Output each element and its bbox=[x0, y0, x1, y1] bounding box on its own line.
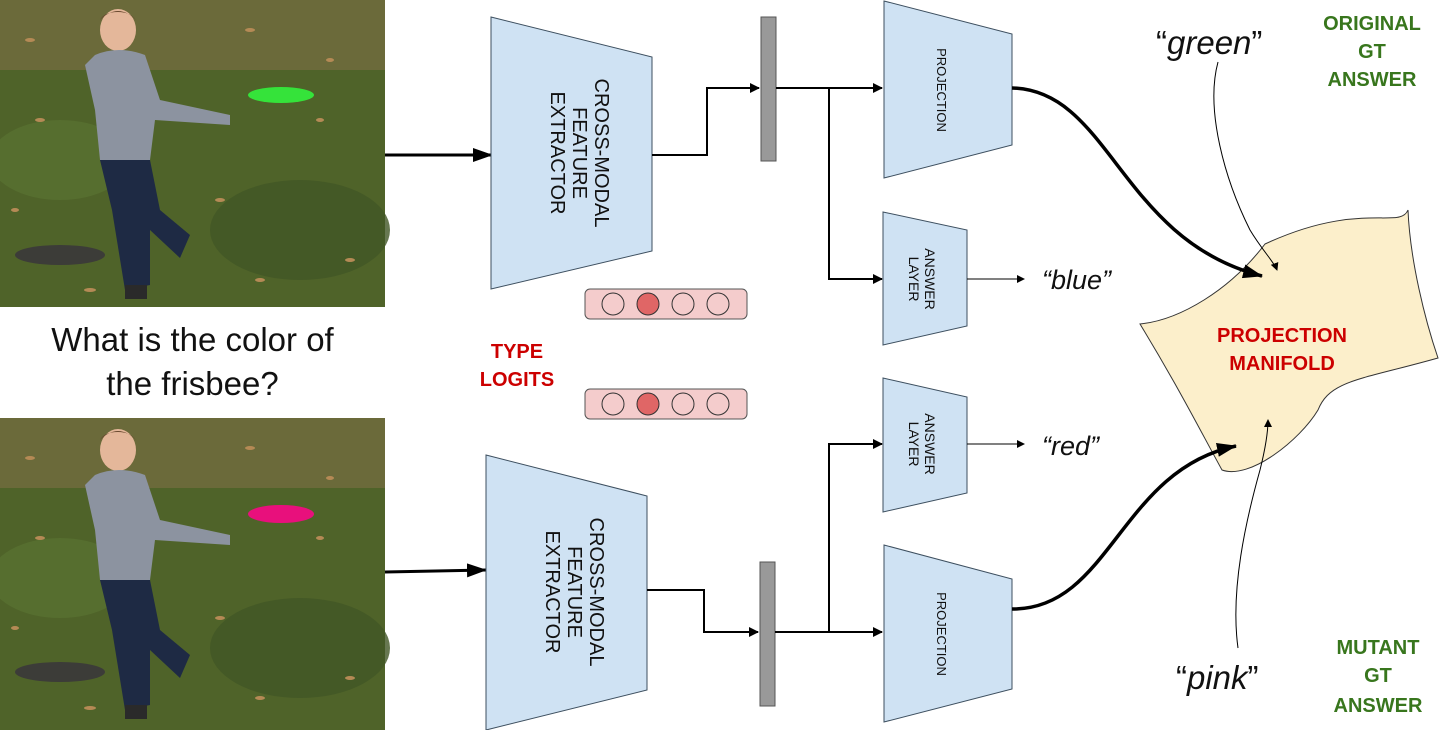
type-logits-bottom bbox=[584, 388, 748, 420]
extractor-label-line1: CROSS-MODAL bbox=[585, 518, 607, 667]
original-gt-word: “green” bbox=[1156, 24, 1262, 61]
predicted-answer-bottom: “red” bbox=[1042, 431, 1100, 461]
answer-layer-top: ANSWER LAYER bbox=[882, 211, 968, 346]
projection-curve-bottom bbox=[1011, 443, 1237, 611]
manifold-label-line2: MANIFOLD bbox=[1229, 353, 1335, 375]
extractor-to-feature-bottom bbox=[647, 589, 759, 637]
answer-layer-label-line2: LAYER bbox=[906, 257, 922, 302]
type-logits-top bbox=[584, 288, 748, 320]
answer-layer-label-line1: ANSWER bbox=[922, 413, 938, 474]
projection-block-bottom: PROJECTION bbox=[883, 544, 1013, 723]
extractor-label-line3: EXTRACTOR bbox=[546, 92, 568, 215]
feature-vector-top bbox=[760, 16, 777, 162]
type-logits-label-line2: LOGITS bbox=[480, 369, 554, 391]
answer-layer-bottom: ANSWER LAYER bbox=[882, 377, 968, 513]
mutant-gt-word: “pink” bbox=[1176, 659, 1259, 696]
extractor-label-line1: CROSS-MODAL bbox=[590, 79, 612, 228]
feature-extractor-bottom: CROSS-MODAL FEATURE EXTRACTOR bbox=[485, 454, 648, 730]
projection-curve-top bbox=[1011, 86, 1263, 279]
answer-layer-label-line1: ANSWER bbox=[922, 248, 938, 309]
extractor-label-line2: FEATURE bbox=[563, 546, 585, 638]
feature-vector-bottom bbox=[759, 561, 776, 707]
manifold-label-line1: PROJECTION bbox=[1217, 325, 1347, 347]
mutant-gt-label-line1: MUTANT bbox=[1337, 637, 1420, 659]
extractor-to-feature-top bbox=[652, 83, 760, 156]
projection-manifold-shape bbox=[1139, 209, 1439, 472]
frisbee-pink bbox=[248, 505, 314, 523]
question-line2: the frisbee? bbox=[106, 365, 279, 402]
type-logits-label-line1: TYPE bbox=[491, 341, 543, 363]
feature-to-answer-bottom bbox=[828, 439, 883, 632]
question-text: What is the color of the frisbee? bbox=[0, 318, 385, 406]
frisbee-green bbox=[248, 87, 314, 103]
original-gt-label-line3: ANSWER bbox=[1328, 69, 1417, 91]
projection-label: PROJECTION bbox=[934, 48, 949, 132]
mutant-gt-pointer bbox=[1235, 419, 1272, 649]
projection-label: PROJECTION bbox=[934, 592, 949, 676]
input-arrow-bottom bbox=[384, 563, 487, 578]
extractor-label-line2: FEATURE bbox=[568, 107, 590, 199]
original-gt-label-line1: ORIGINAL bbox=[1323, 13, 1421, 35]
answer-layer-label-line2: LAYER bbox=[906, 422, 922, 467]
extractor-label-line3: EXTRACTOR bbox=[541, 531, 563, 654]
projection-block-top: PROJECTION bbox=[883, 0, 1013, 179]
mutant-image bbox=[0, 418, 390, 730]
original-gt-label-line2: GT bbox=[1358, 41, 1386, 63]
question-line1: What is the color of bbox=[51, 321, 334, 358]
original-gt-pointer bbox=[1213, 61, 1279, 271]
mutant-gt-label-line3: ANSWER bbox=[1334, 695, 1423, 717]
child-figure-top bbox=[85, 9, 230, 299]
mutant-gt-label-line2: GT bbox=[1364, 665, 1392, 687]
predicted-answer-top: “blue” bbox=[1042, 265, 1112, 295]
feature-to-answer-top bbox=[828, 88, 883, 284]
child-figure-bottom bbox=[85, 429, 230, 719]
original-image bbox=[0, 0, 390, 307]
feature-extractor-top: CROSS-MODAL FEATURE EXTRACTOR bbox=[490, 16, 653, 290]
